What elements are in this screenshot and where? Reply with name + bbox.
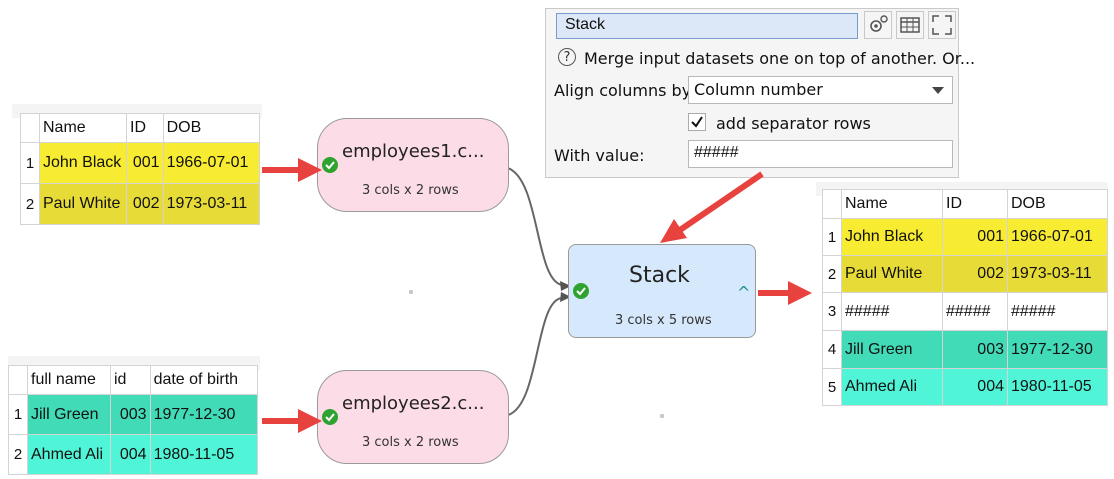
align-columns-label: Align columns by: — [554, 81, 696, 100]
table-cell[interactable]: 004 — [942, 368, 1008, 406]
table-row[interactable]: 2 Paul White 002 1973-03-11 — [822, 255, 1108, 293]
properties-panel: Stack ? Merge input datasets one on top … — [545, 8, 975, 178]
table-cell[interactable]: 002 — [942, 255, 1008, 293]
row-number: 4 — [822, 330, 842, 369]
row-number-header — [20, 113, 40, 143]
separator-rows-checkbox[interactable] — [688, 113, 706, 131]
row-number: 5 — [822, 368, 842, 406]
table-cell[interactable]: 1980-11-05 — [1007, 368, 1108, 406]
table-cell[interactable]: Jill Green — [841, 330, 943, 369]
column-header[interactable]: Name — [841, 189, 943, 219]
node-subtitle: 3 cols x 2 rows — [362, 435, 459, 450]
table-cell[interactable]: 002 — [126, 183, 164, 225]
table-row[interactable]: 3 ##### ##### ##### — [822, 292, 1108, 331]
table-cell[interactable]: Jill Green — [27, 394, 111, 435]
row-number: 2 — [20, 183, 40, 225]
table-cell[interactable]: 1973-03-11 — [162, 183, 261, 225]
column-header[interactable]: DOB — [1007, 189, 1108, 219]
column-header[interactable]: id — [110, 365, 151, 395]
row-number-header — [822, 189, 842, 219]
column-header[interactable]: Name — [39, 113, 127, 143]
table-cell[interactable]: Paul White — [841, 255, 943, 293]
table-row[interactable]: 5 Ahmed Ali 004 1980-11-05 — [822, 368, 1108, 406]
node-stack[interactable]: Stack 3 cols x 5 rows ^ — [568, 244, 756, 338]
input-table-1[interactable]: Name ID DOB 1 John Black 001 1966-07-01 … — [20, 113, 261, 225]
node-title: Stack — [629, 263, 690, 288]
node-subtitle: 3 cols x 2 rows — [362, 183, 459, 198]
success-check-icon — [322, 409, 338, 425]
row-number: 1 — [8, 394, 28, 435]
column-header[interactable]: date of birth — [149, 365, 259, 395]
maximize-icon — [932, 15, 952, 35]
canvas-grid-dot — [660, 414, 664, 418]
table-cell[interactable]: John Black — [841, 218, 943, 256]
with-value-label: With value: — [554, 146, 645, 165]
table-cell[interactable]: Paul White — [39, 183, 127, 225]
table-cell[interactable]: 001 — [942, 218, 1008, 256]
input-table-2[interactable]: full name id date of birth 1 Jill Green … — [8, 365, 259, 475]
row-number: 2 — [822, 255, 842, 293]
node-title: employees2.c... — [342, 393, 485, 414]
row-number: 1 — [20, 142, 40, 184]
node-employees1[interactable]: employees1.c... 3 cols x 2 rows — [317, 118, 509, 212]
table-cell[interactable]: ##### — [1007, 292, 1108, 331]
collapse-caret-icon[interactable]: ^ — [737, 283, 751, 302]
row-number: 2 — [8, 434, 28, 475]
row-number: 3 — [822, 292, 842, 331]
row-number: 1 — [822, 218, 842, 256]
table-row[interactable]: 1 John Black 001 1966-07-01 — [822, 218, 1108, 256]
table-cell[interactable]: 1973-03-11 — [1007, 255, 1108, 293]
table-row[interactable]: 2 Paul White 002 1973-03-11 — [20, 183, 261, 225]
table-row[interactable]: 1 John Black 001 1966-07-01 — [20, 142, 261, 184]
node-title: employees1.c... — [342, 141, 485, 162]
column-header[interactable]: ID — [126, 113, 164, 143]
align-columns-select[interactable]: Column number — [688, 76, 953, 104]
table-cell[interactable]: 1977-12-30 — [149, 394, 259, 435]
table-cell[interactable]: 003 — [942, 330, 1008, 369]
table-cell[interactable]: 004 — [110, 434, 151, 475]
table-row[interactable]: 2 Ahmed Ali 004 1980-11-05 — [8, 434, 259, 475]
separator-rows-label: add separator rows — [716, 114, 871, 133]
row-number-header — [8, 365, 28, 395]
settings-button[interactable] — [864, 11, 892, 39]
transform-name-field[interactable]: Stack — [556, 13, 858, 39]
maximize-button[interactable] — [928, 11, 956, 39]
table-cell[interactable]: 001 — [126, 142, 164, 184]
separator-value-input[interactable]: ##### — [688, 140, 953, 168]
canvas-grid-dot — [409, 290, 413, 294]
align-columns-value: Column number — [694, 80, 823, 99]
table-cell[interactable]: 1980-11-05 — [149, 434, 259, 475]
column-header[interactable]: ID — [942, 189, 1008, 219]
checkmark-icon — [691, 116, 703, 128]
node-subtitle: 3 cols x 5 rows — [615, 313, 712, 328]
help-icon[interactable]: ? — [558, 48, 576, 66]
table-cell[interactable]: ##### — [841, 292, 943, 331]
transform-description: Merge input datasets one on top of anoth… — [584, 49, 976, 68]
dropdown-arrow-icon — [932, 87, 944, 94]
table-cell[interactable]: John Black — [39, 142, 127, 184]
table-cell[interactable]: 1977-12-30 — [1007, 330, 1108, 369]
table-row[interactable]: 4 Jill Green 003 1977-12-30 — [822, 330, 1108, 369]
table-icon — [900, 17, 920, 33]
table-cell[interactable]: 1966-07-01 — [1007, 218, 1108, 256]
node-employees2[interactable]: employees2.c... 3 cols x 2 rows — [317, 370, 509, 464]
table-cell[interactable]: 1966-07-01 — [162, 142, 261, 184]
table-cell[interactable]: Ahmed Ali — [841, 368, 943, 406]
success-check-icon — [573, 283, 589, 299]
column-header[interactable]: DOB — [162, 113, 261, 143]
column-header[interactable]: full name — [27, 365, 111, 395]
output-table[interactable]: Name ID DOB 1 John Black 001 1966-07-01 … — [822, 189, 1108, 406]
table-row[interactable]: 1 Jill Green 003 1977-12-30 — [8, 394, 259, 435]
success-check-icon — [322, 157, 338, 173]
table-view-button[interactable] — [896, 11, 924, 39]
annotation-arrowhead — [788, 281, 812, 305]
table-cell[interactable]: 003 — [110, 394, 151, 435]
gear-icon — [870, 15, 888, 32]
table-cell[interactable]: Ahmed Ali — [27, 434, 111, 475]
table-cell[interactable]: ##### — [942, 292, 1008, 331]
